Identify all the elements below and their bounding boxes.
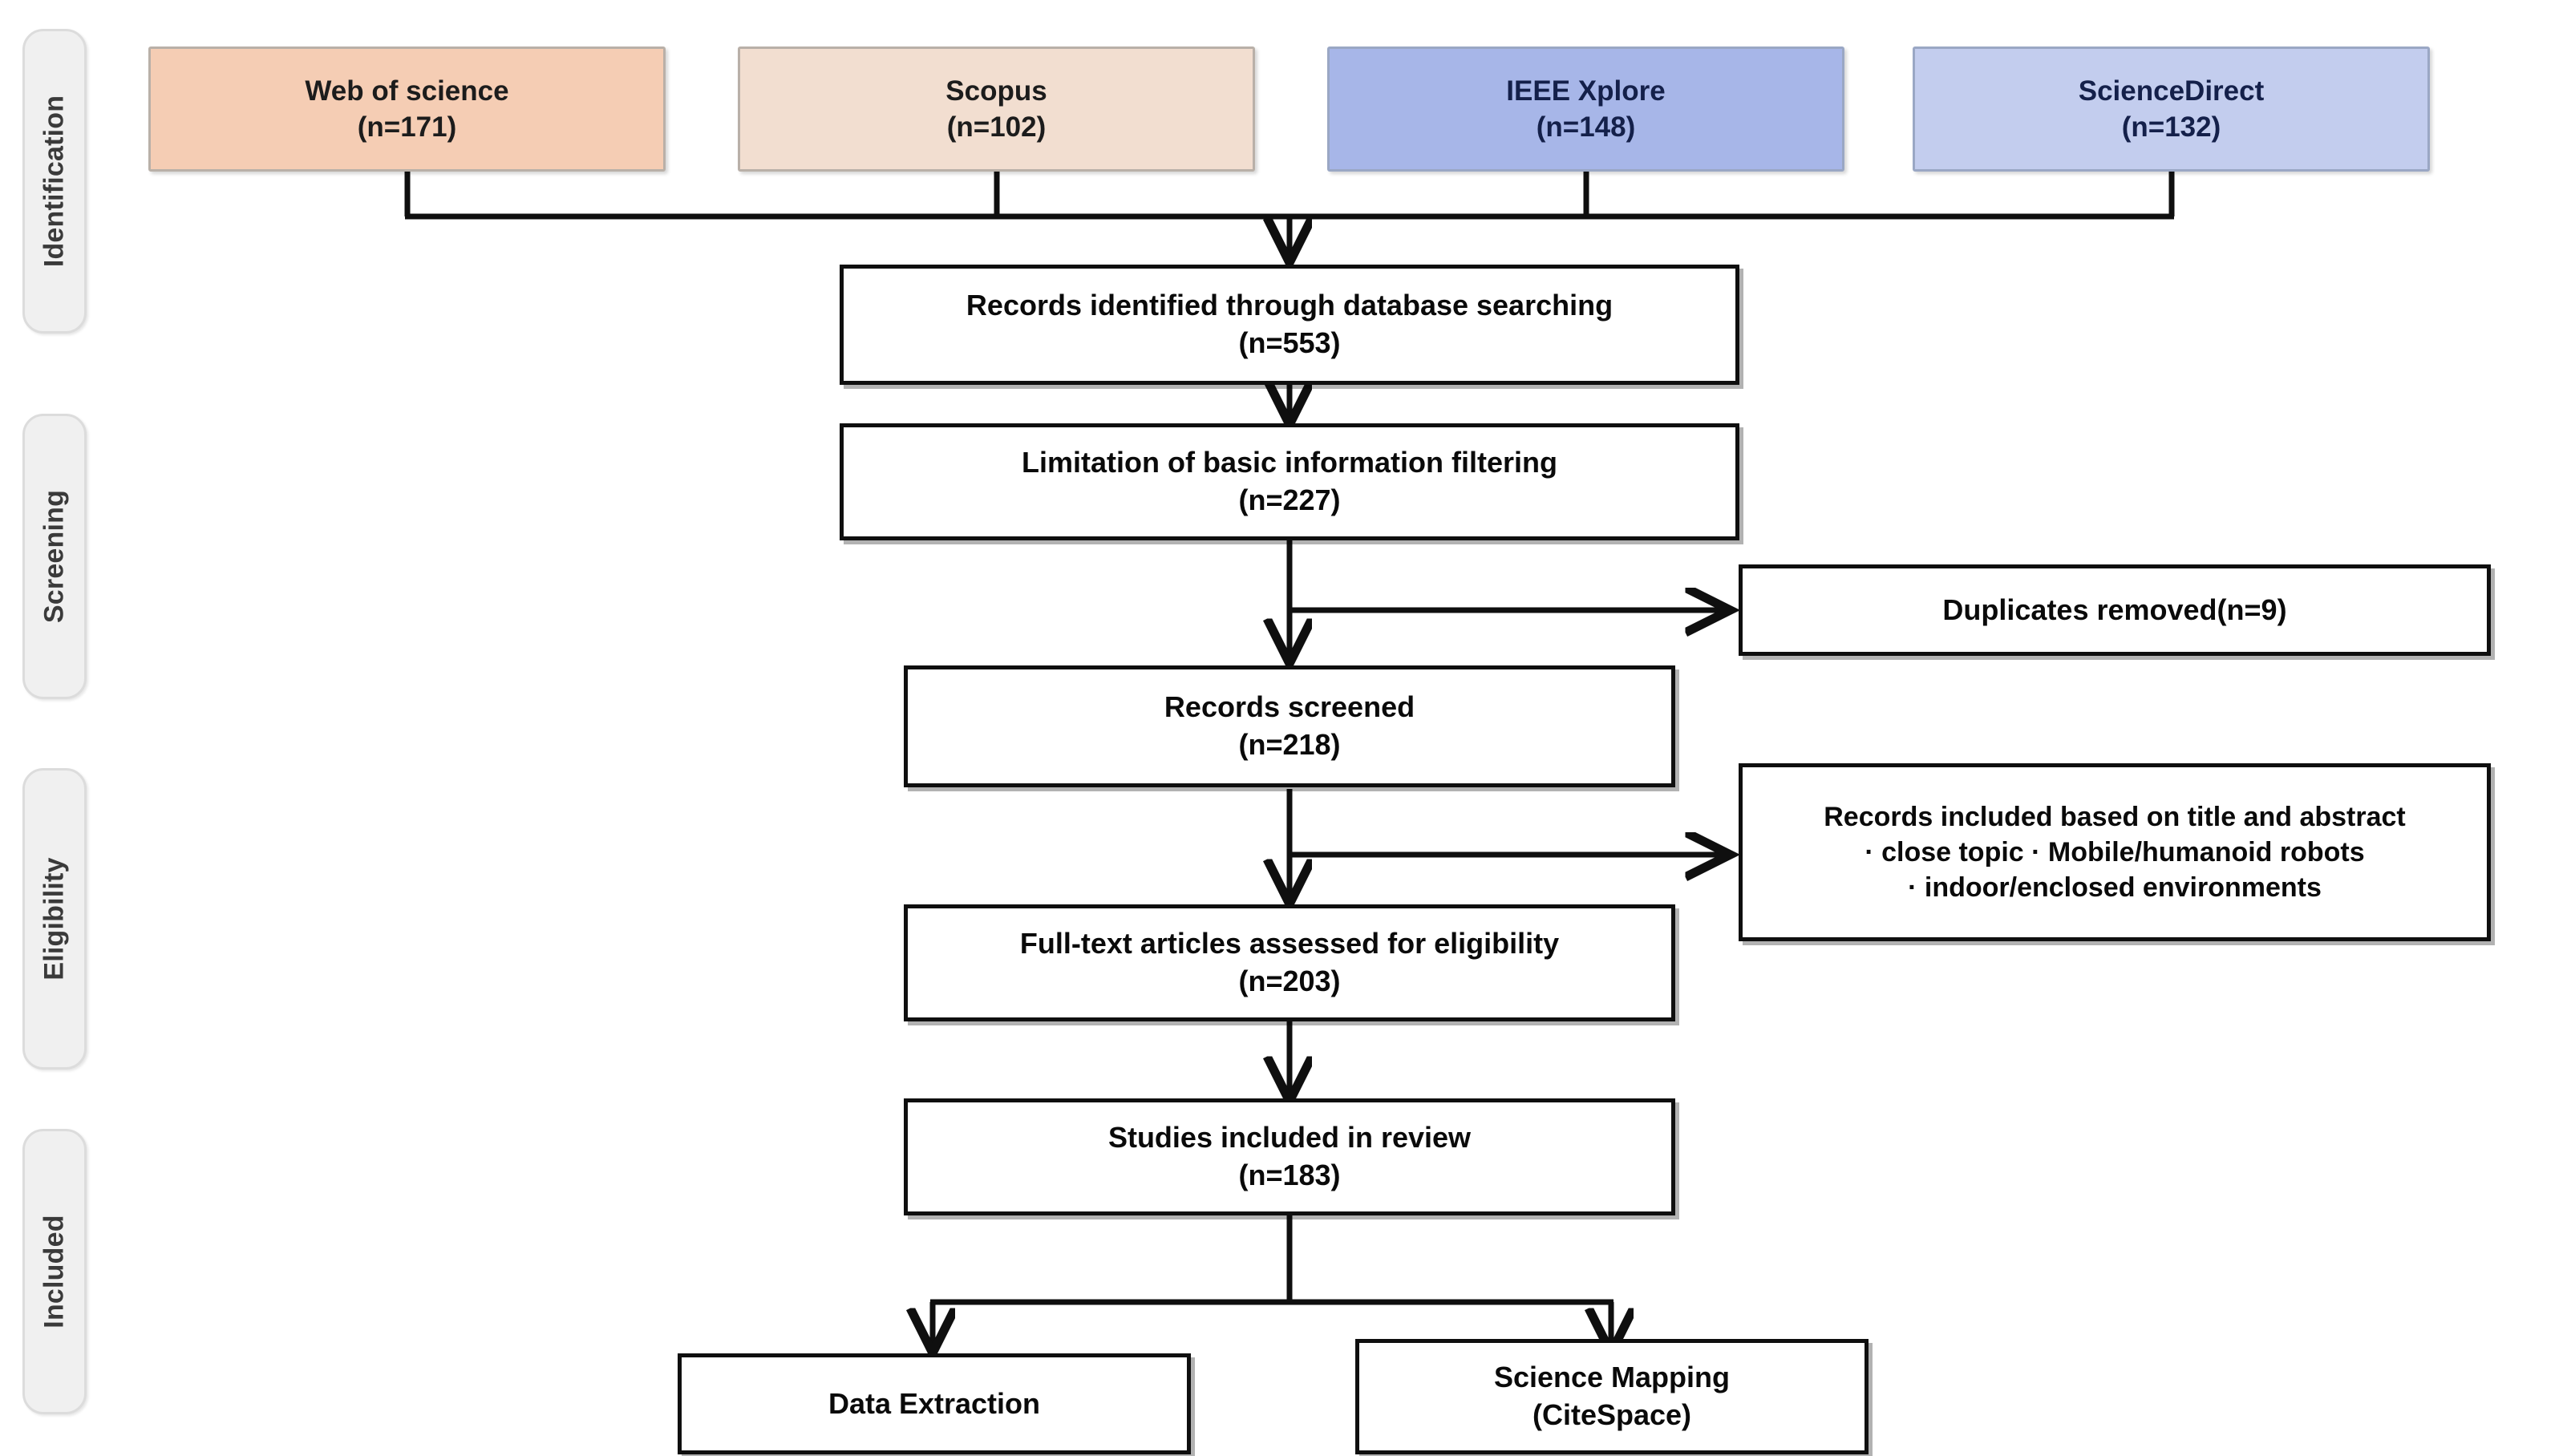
box-count: (n=203) [1238,965,1341,997]
stage-label: Screening [38,489,70,624]
box-title: Full-text articles assessed for eligibil… [1019,927,1560,961]
box-records-identified: Records identified through database sear… [840,265,1739,385]
stage-label: Eligibility [38,857,70,981]
source-name: ScienceDirect [2078,75,2265,107]
box-title: Studies included in review [1107,1121,1472,1155]
box-fulltext-assessed: Full-text articles assessed for eligibil… [904,904,1675,1021]
source-bracket [404,172,2175,258]
box-duplicates-removed: Duplicates removed(n=9) [1739,564,2491,656]
source-box-scopus: Scopus (n=102) [738,47,1255,172]
source-count: (n=102) [946,111,1047,143]
box-count: (n=183) [1238,1159,1341,1191]
source-count: (n=132) [2121,111,2221,143]
box-title: Records screened [1164,690,1415,724]
criteria-item-1: · close topic · Mobile/humanoid robots [1865,836,2365,868]
source-box-web-of-science: Web of science (n=171) [148,47,666,172]
box-title: Limitation of basic information filterin… [1021,446,1557,479]
source-box-ieee-xplore: IEEE Xplore (n=148) [1327,47,1844,172]
criteria-title: Records included based on title and abst… [1824,801,2406,832]
source-count: (n=148) [1536,111,1636,143]
box-title: Data Extraction [828,1386,1041,1420]
box-title: Records identified through database sear… [966,289,1613,322]
box-limitation-filtering: Limitation of basic information filterin… [840,423,1739,540]
source-count: (n=171) [357,111,457,143]
box-count: (n=553) [1238,326,1341,359]
stage-pill-identification: Identification [22,29,87,334]
stage-label: Identification [38,95,70,268]
box-title: Duplicates removed(n=9) [1942,593,2287,626]
source-box-sciencedirect: ScienceDirect (n=132) [1913,47,2430,172]
box-count: (n=227) [1238,483,1341,516]
box-subtitle: (CiteSpace) [1532,1398,1692,1431]
stage-pill-included: Included [22,1129,87,1414]
stage-pill-screening: Screening [22,414,87,699]
criteria-item-2: · indoor/enclosed environments [1908,872,2322,904]
box-title: Science Mapping [1493,1361,1731,1394]
box-studies-included: Studies included in review (n=183) [904,1098,1675,1215]
outcome-split-bracket [930,1213,1613,1349]
box-count: (n=218) [1238,728,1341,761]
source-name: IEEE Xplore [1506,75,1666,107]
stage-pill-eligibility: Eligibility [22,768,87,1070]
box-inclusion-criteria: Records included based on title and abst… [1739,763,2491,941]
box-science-mapping: Science Mapping (CiteSpace) [1355,1339,1869,1454]
source-name: Scopus [945,75,1047,107]
source-name: Web of science [305,75,509,107]
box-data-extraction: Data Extraction [678,1353,1191,1454]
stage-label: Included [38,1215,70,1329]
box-records-screened: Records screened (n=218) [904,665,1675,787]
